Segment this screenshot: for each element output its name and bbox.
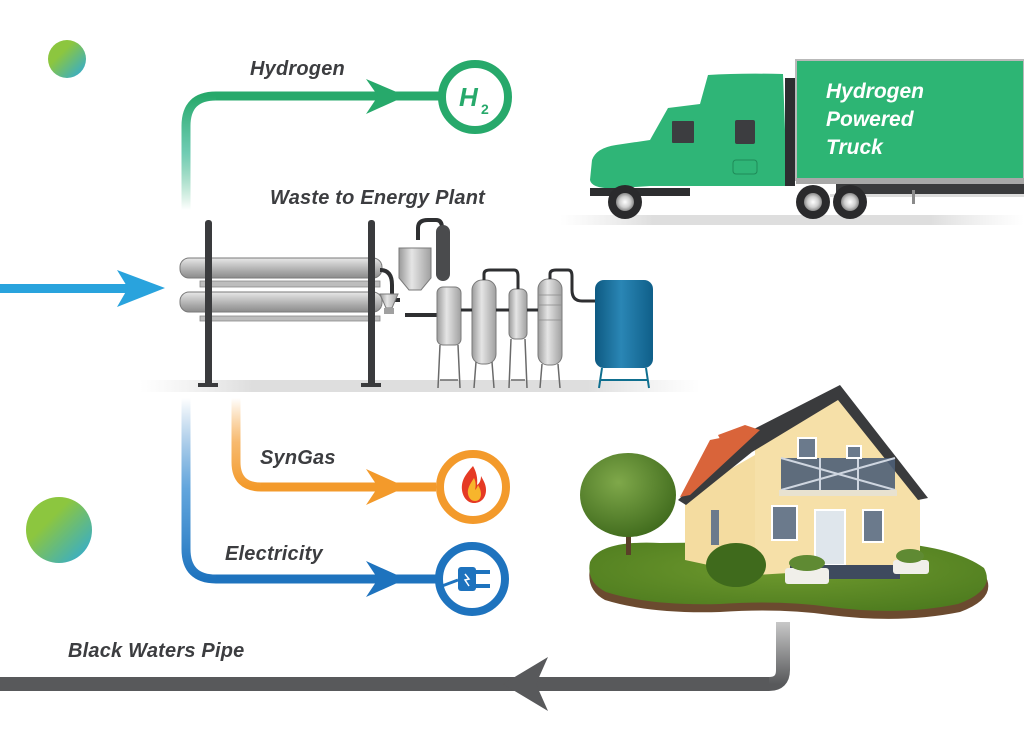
electricity-flow-line — [181, 398, 436, 597]
syngas-label: SynGas — [260, 447, 336, 469]
syngas-flow-line — [231, 398, 436, 505]
hydrogen-label: Hydrogen — [250, 58, 345, 80]
syngas-arrowhead — [366, 469, 406, 505]
h2-icon-letter: H — [459, 82, 479, 112]
electricity-label: Electricity — [225, 543, 323, 565]
truck-trailer-text: Hydrogen Powered Truck — [826, 78, 924, 162]
black-waters-arrowhead — [503, 657, 548, 711]
hydrogen-flow-line — [181, 79, 440, 210]
truck-text-line: Truck — [826, 136, 883, 159]
decor-dot-bottom — [26, 497, 92, 563]
input-arrow — [0, 270, 165, 307]
black-waters-pipe — [0, 622, 790, 711]
truck-text-line: Hydrogen — [826, 80, 925, 103]
decor-dot-top — [48, 40, 86, 78]
h2-icon-subscript: 2 — [481, 101, 489, 117]
flame-icon — [436, 450, 510, 524]
hydrogen-truck — [560, 59, 1024, 225]
plug-icon — [435, 542, 509, 616]
h2-icon: H 2 — [438, 60, 512, 134]
electricity-arrowhead — [366, 561, 406, 597]
waste-to-energy-plant — [140, 218, 700, 392]
black-waters-label: Black Waters Pipe — [68, 640, 245, 662]
house-illustration — [580, 385, 989, 619]
plant-title: Waste to Energy Plant — [270, 187, 485, 209]
truck-text-line: Powered — [826, 108, 914, 131]
hydrogen-arrowhead — [366, 79, 406, 114]
